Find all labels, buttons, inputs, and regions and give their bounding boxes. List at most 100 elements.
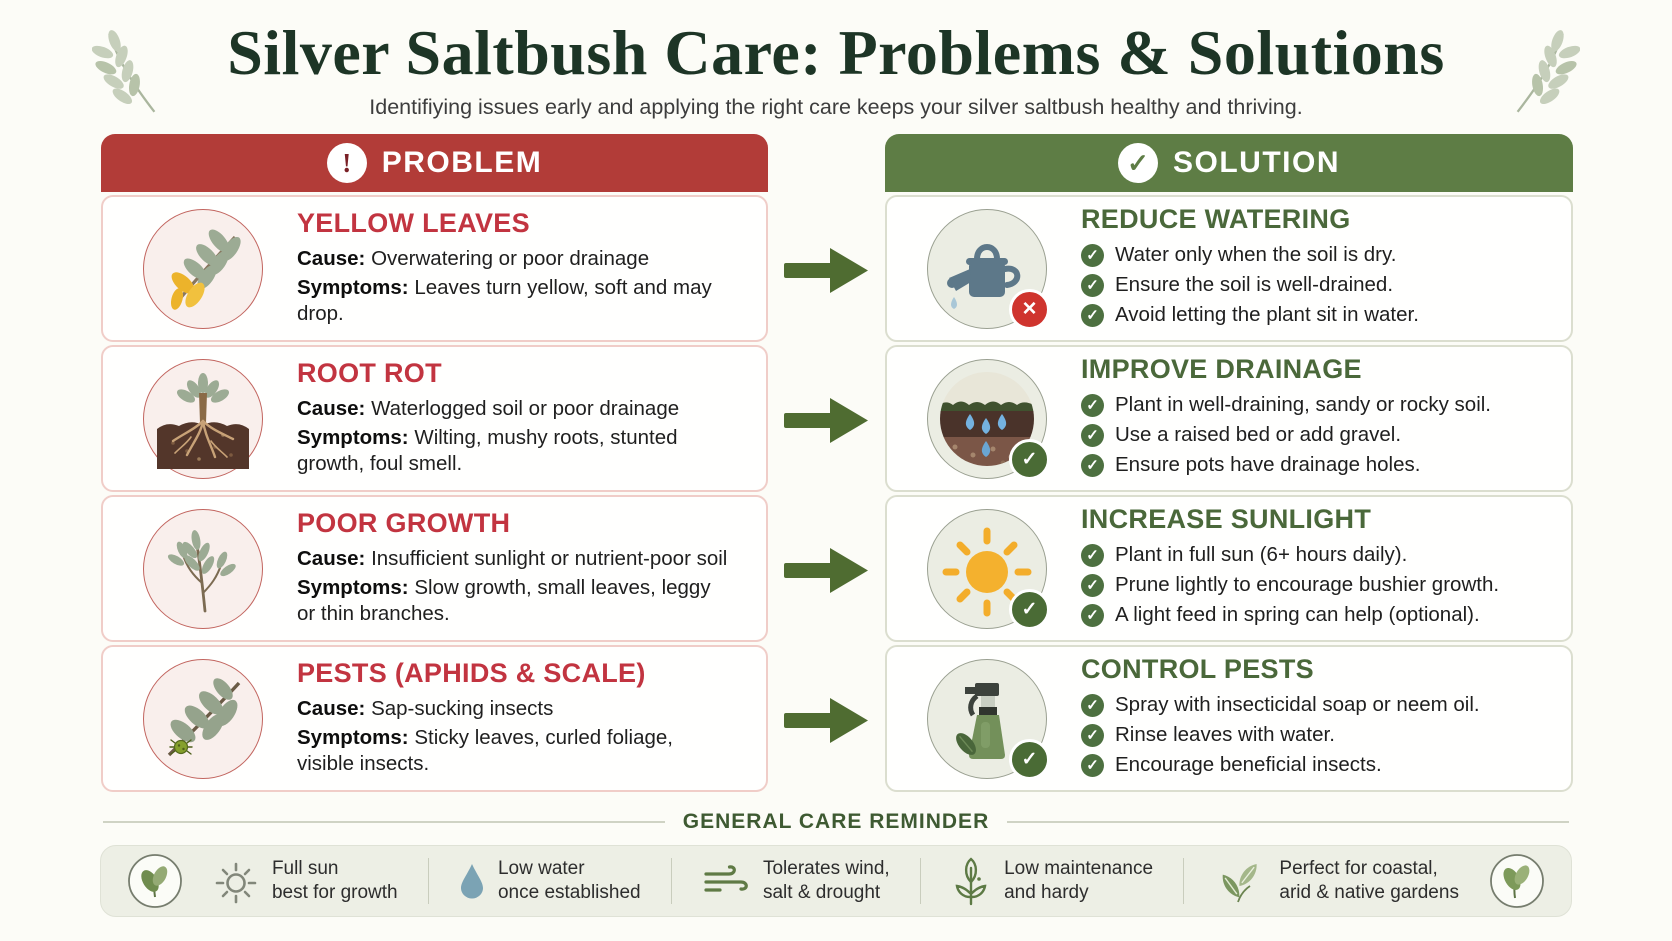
arrow-column bbox=[768, 134, 885, 795]
sprout-icon bbox=[955, 857, 987, 906]
divider bbox=[1182, 858, 1185, 905]
footer-heading: GENERAL CARE REMINDER bbox=[0, 810, 1672, 834]
soil-drainage-icon: ✓ bbox=[927, 358, 1050, 480]
solution-item: ✓Encourage beneficial insects. bbox=[1081, 753, 1480, 777]
solution-column: ✓ SOLUTION × REDUCE WATERING bbox=[885, 134, 1573, 795]
care-item-low-maintenance: Low maintenance and hardy bbox=[951, 856, 1153, 906]
page-subtitle: Identifiying issues early and applying t… bbox=[369, 95, 1303, 120]
care-item-text: Perfect for coastal, arid & native garde… bbox=[1279, 857, 1459, 904]
check-icon: ✓ bbox=[1081, 393, 1104, 417]
problem-symptoms: Symptoms: Sticky leaves, curled foliage,… bbox=[297, 725, 673, 776]
main-content: ! PROBLEM bbox=[101, 134, 1672, 795]
solution-item: ✓Rinse leaves with water. bbox=[1081, 723, 1480, 747]
solution-item: ✓Prune lightly to encourage bushier grow… bbox=[1081, 573, 1499, 597]
problem-cause: Cause: Waterlogged soil or poor drainage bbox=[297, 396, 680, 420]
solution-items: ✓Plant in full sun (6+ hours daily). ✓Pr… bbox=[1081, 543, 1499, 627]
check-icon: ✓ bbox=[1081, 273, 1104, 297]
care-item-full-sun: Full sun best for growth bbox=[213, 857, 398, 906]
pest-branch-icon bbox=[143, 658, 263, 779]
exclamation-icon: ! bbox=[326, 143, 367, 184]
problem-row-root-rot: ROOT ROT Cause: Waterlogged soil or poor… bbox=[101, 345, 768, 493]
solution-items: ✓Plant in well-draining, sandy or rocky … bbox=[1081, 393, 1491, 477]
solution-items: ✓Spray with insecticidal soap or neem oi… bbox=[1081, 693, 1480, 777]
check-badge: ✓ bbox=[1009, 438, 1050, 480]
problem-symptoms: Symptoms: Wilting, mushy roots, stunted … bbox=[297, 425, 678, 476]
problem-title: PESTS (APHIDS & SCALE) bbox=[297, 657, 646, 688]
problem-row-yellow-leaves: YELLOW LEAVES Cause: Overwatering or poo… bbox=[101, 195, 768, 343]
sun-icon: ✓ bbox=[927, 508, 1050, 630]
problem-header-label: PROBLEM bbox=[381, 146, 543, 180]
solution-row-control-pests: ✓ CONTROL PESTS ✓Spray with insecticidal… bbox=[885, 645, 1573, 793]
problem-symptoms: Symptoms: Slow growth, small leaves, leg… bbox=[297, 575, 711, 626]
check-icon: ✓ bbox=[1081, 603, 1104, 627]
solution-item: ✓Plant in well-draining, sandy or rocky … bbox=[1081, 393, 1491, 417]
care-item-wind: Tolerates wind, salt & drought bbox=[702, 857, 890, 906]
arrow-icon bbox=[768, 195, 885, 345]
water-drop-icon bbox=[460, 864, 483, 899]
check-icon: ✓ bbox=[1081, 303, 1104, 327]
solution-item: ✓A light feed in spring can help (option… bbox=[1081, 603, 1499, 627]
problem-cause: Cause: Overwatering or poor drainage bbox=[297, 246, 650, 270]
leaf-circle-icon bbox=[128, 854, 182, 909]
care-item-text: Low water once established bbox=[497, 857, 641, 904]
check-icon: ✓ bbox=[1081, 423, 1104, 447]
check-icon: ✓ bbox=[1081, 543, 1104, 567]
check-icon: ✓ bbox=[1081, 243, 1104, 267]
wind-icon bbox=[704, 865, 748, 892]
check-badge: ✓ bbox=[1009, 588, 1050, 630]
solution-item: ✓Spray with insecticidal soap or neem oi… bbox=[1081, 693, 1480, 717]
leaves-icon bbox=[1223, 864, 1258, 903]
sparse-branch-icon bbox=[143, 508, 263, 629]
sun-outline-icon bbox=[215, 863, 257, 904]
problem-title: POOR GROWTH bbox=[297, 507, 511, 538]
leaf-sprig-icon bbox=[92, 30, 156, 113]
solution-title: CONTROL PESTS bbox=[1081, 654, 1314, 685]
divider bbox=[670, 858, 673, 905]
arrow-icon bbox=[768, 345, 885, 495]
problem-title: ROOT ROT bbox=[297, 357, 442, 388]
check-icon: ✓ bbox=[1081, 693, 1104, 717]
care-item-low-water: Low water once established bbox=[459, 857, 641, 906]
roots-soil-icon bbox=[143, 358, 263, 479]
spray-bottle-icon: ✓ bbox=[927, 658, 1050, 780]
check-icon: ✓ bbox=[1081, 723, 1104, 747]
solution-title: REDUCE WATERING bbox=[1081, 204, 1351, 235]
solution-title: INCREASE SUNLIGHT bbox=[1081, 504, 1372, 535]
leaf-circle-icon bbox=[1489, 854, 1544, 909]
solution-item: ✓Plant in full sun (6+ hours daily). bbox=[1081, 543, 1499, 567]
solution-row-improve-drainage: ✓ IMPROVE DRAINAGE ✓Plant in well-draini… bbox=[885, 345, 1573, 493]
solution-item: ✓Use a raised bed or add gravel. bbox=[1081, 423, 1491, 447]
solution-items: ✓Water only when the soil is dry. ✓Ensur… bbox=[1081, 243, 1419, 327]
solution-row-increase-sunlight: ✓ INCREASE SUNLIGHT ✓Plant in full sun (… bbox=[885, 495, 1573, 643]
care-item-gardens: Perfect for coastal, arid & native garde… bbox=[1214, 857, 1459, 906]
yellowing-branch-icon bbox=[143, 208, 263, 329]
problem-cause: Cause: Sap-sucking insects bbox=[297, 696, 554, 720]
cross-badge: × bbox=[1009, 288, 1050, 330]
care-item-text: Full sun best for growth bbox=[271, 857, 398, 904]
footer-bar: Full sun best for growth Low water once … bbox=[100, 845, 1572, 918]
divider bbox=[427, 858, 430, 905]
divider bbox=[919, 858, 922, 905]
check-icon: ✓ bbox=[1081, 573, 1104, 597]
solution-item: ✓Ensure the soil is well-drained. bbox=[1081, 273, 1419, 297]
check-icon: ✓ bbox=[1118, 143, 1158, 184]
watering-can-icon: × bbox=[927, 208, 1050, 330]
arrow-icon bbox=[768, 645, 885, 795]
care-item-text: Low maintenance and hardy bbox=[1004, 857, 1154, 904]
solution-item: ✓Ensure pots have drainage holes. bbox=[1081, 453, 1491, 477]
page-header: Silver Saltbush Care: Problems & Solutio… bbox=[0, 0, 1672, 120]
care-item-text: Tolerates wind, salt & drought bbox=[762, 857, 890, 904]
solution-item: ✓Water only when the soil is dry. bbox=[1081, 243, 1419, 267]
leaf-sprig-icon bbox=[1516, 30, 1580, 113]
solution-row-reduce-watering: × REDUCE WATERING ✓Water only when the s… bbox=[885, 195, 1573, 343]
check-icon: ✓ bbox=[1081, 753, 1104, 777]
problem-cause: Cause: Insufficient sunlight or nutrient… bbox=[297, 546, 728, 570]
problem-title: YELLOW LEAVES bbox=[297, 207, 530, 238]
footer-heading-text: GENERAL CARE REMINDER bbox=[682, 810, 990, 834]
solution-item: ✓Avoid letting the plant sit in water. bbox=[1081, 303, 1419, 327]
solution-header-label: SOLUTION bbox=[1173, 146, 1340, 180]
problem-symptoms: Symptoms: Leaves turn yellow, soft and m… bbox=[297, 275, 712, 326]
arrow-icon bbox=[768, 495, 885, 645]
check-icon: ✓ bbox=[1081, 453, 1104, 477]
page-title: Silver Saltbush Care: Problems & Solutio… bbox=[227, 17, 1445, 88]
